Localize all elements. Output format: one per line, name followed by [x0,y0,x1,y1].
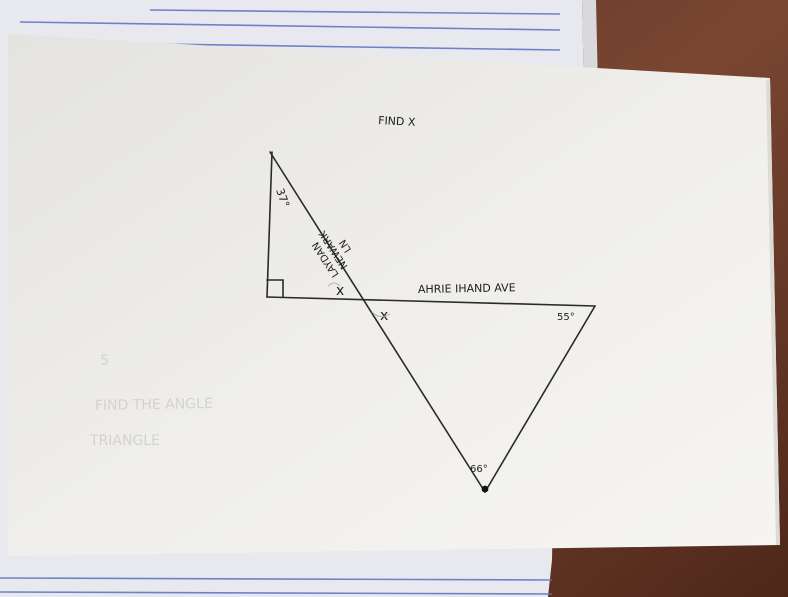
show-through-text: 5 FIND THE ANGLE TRIANGLE [89,353,213,449]
paper-sheet [8,34,780,556]
angle-top-label: 37° [273,187,292,210]
diagonal-line [269,151,486,493]
erased-marks [327,282,391,318]
horizontal-street-label: AHRIE IHAND AVE [418,281,516,296]
title-find-x: FIND X [378,114,416,129]
right-angle-mark [266,279,284,298]
left-vertical-line [266,151,273,298]
svg-text:5: 5 [100,353,109,369]
horizontal-line [266,296,596,307]
triangle-drawing [266,151,596,493]
svg-text:FIND THE ANGLE: FIND THE ANGLE [95,396,213,414]
right-side-line [484,305,596,493]
angle-right-label: 55° [557,312,575,323]
unknown-x-left: x [336,283,344,299]
angle-bottom-label: 66° [470,464,488,475]
bottom-vertex-dot [481,485,489,493]
svg-text:TRIANGLE: TRIANGLE [89,433,160,449]
